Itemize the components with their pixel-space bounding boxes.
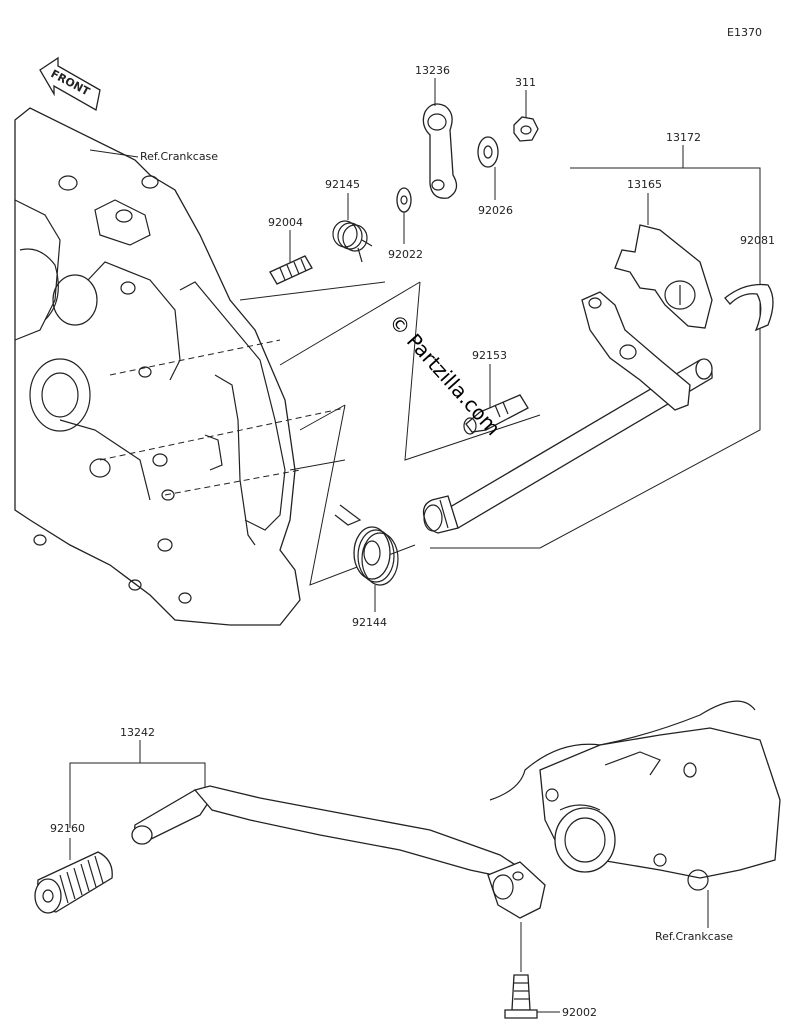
label-92144: 92144 (352, 616, 387, 629)
bracket-13172 (430, 167, 761, 549)
part-92144-spring-drawing (334, 504, 399, 586)
ref-crankcase-top: Ref.Crankcase (140, 150, 218, 163)
label-311: 311 (515, 76, 536, 89)
part-92153-bolt-drawing (463, 394, 529, 435)
part-92160-rubber-drawing (34, 851, 113, 914)
label-92022: 92022 (388, 248, 423, 261)
label-92004: 92004 (268, 216, 303, 229)
label-92002: 92002 (562, 1006, 597, 1019)
part-13236-arm-drawing (422, 103, 458, 199)
align-line-3 (164, 469, 301, 496)
part-13172-shaft-drawing (422, 291, 713, 534)
label-13242: 13242 (120, 726, 155, 739)
crankcase-upper-drawing (14, 107, 301, 626)
label-92145: 92145 (325, 178, 360, 191)
watermark: © Partzilla.com (384, 309, 505, 440)
label-13236: 13236 (415, 64, 450, 77)
bracket-13242 (69, 762, 206, 828)
part-92004-stud-drawing (269, 255, 313, 285)
part-92026-washer-drawing (477, 136, 499, 168)
align-line-1 (99, 407, 346, 461)
label-92153: 92153 (472, 349, 507, 362)
part-92022-washer-drawing (396, 187, 412, 213)
label-13165: 13165 (627, 178, 662, 191)
part-92002-bolt-drawing (504, 974, 538, 1019)
part-92081-clip-drawing (724, 283, 774, 332)
ref-crankcase-bottom: Ref.Crankcase (655, 930, 733, 943)
part-92145-spring-drawing (332, 220, 373, 263)
front-arrow-icon: FRONT (39, 56, 101, 112)
part-311-nut-drawing (513, 116, 539, 142)
label-13172: 13172 (666, 131, 701, 144)
label-92081: 92081 (740, 234, 775, 247)
crankcase-lower-drawing (489, 700, 781, 891)
label-92160: 92160 (50, 822, 85, 835)
part-13165-plate-drawing (614, 224, 713, 329)
label-92026: 92026 (478, 204, 513, 217)
align-line-2 (109, 339, 281, 376)
shift-pedal-drawing (131, 785, 546, 919)
diagram-code: E1370 (727, 26, 762, 39)
guide-lines (239, 281, 541, 586)
